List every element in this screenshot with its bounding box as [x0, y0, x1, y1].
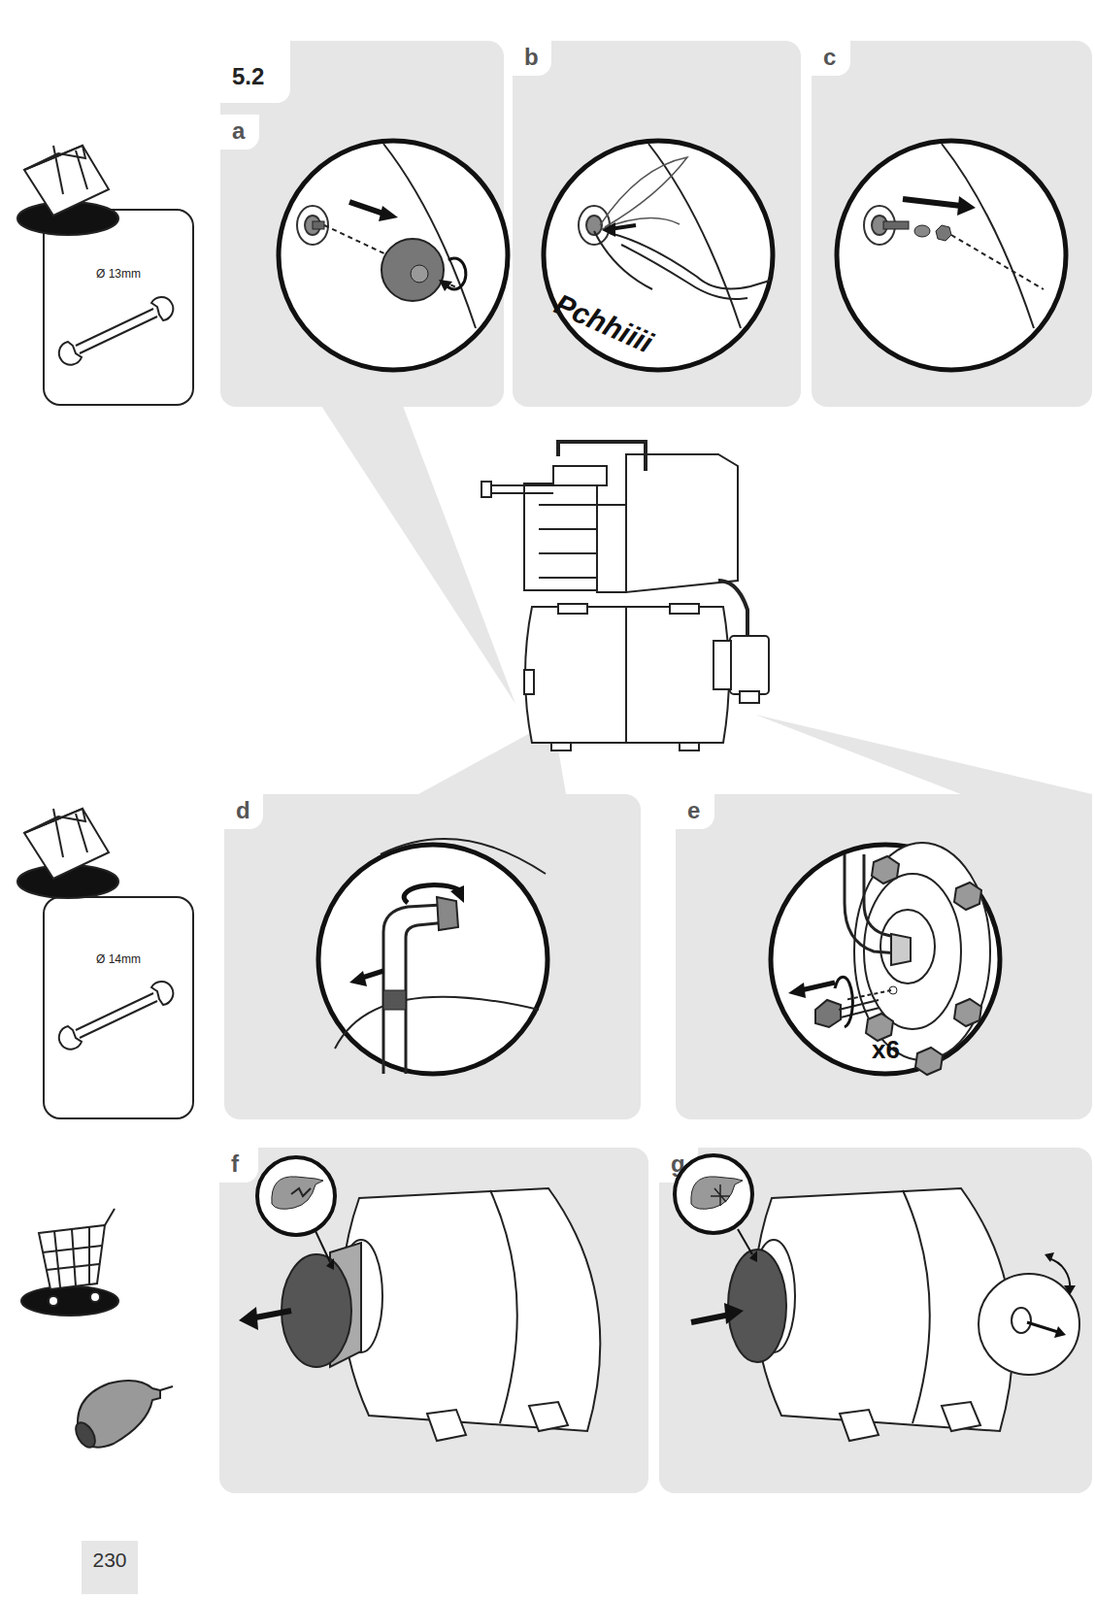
cart-icon — [21, 1208, 119, 1316]
tool-size: Ø 14mm — [44, 952, 193, 966]
pump-unit — [481, 441, 769, 751]
tool-box: Ø 14mm — [42, 895, 195, 1120]
step-letter: b — [512, 40, 552, 76]
step-panel: b — [512, 40, 801, 407]
step-panel: f — [219, 1147, 649, 1494]
page-number: 230 — [81, 1540, 138, 1594]
callout-wedge — [418, 720, 566, 795]
step-letter: g — [659, 1147, 698, 1183]
tool-box: Ø 13mm — [42, 208, 195, 406]
step-panel: c — [811, 40, 1093, 407]
step-panel: d — [224, 794, 641, 1120]
step-panel: g — [659, 1147, 1093, 1494]
step-letter: c — [811, 40, 851, 76]
step-letter: e — [675, 794, 715, 830]
quantity-note: x6 — [871, 1034, 900, 1065]
step-letter: d — [224, 794, 264, 830]
step-panel: e — [675, 794, 1093, 1120]
callout-wedge — [321, 405, 516, 704]
tool-size: Ø 13mm — [44, 266, 193, 281]
section-number: 5.2 — [220, 40, 291, 103]
bladder-part — [71, 1380, 173, 1451]
step-letter: a — [220, 114, 260, 150]
step-letter: f — [219, 1147, 259, 1183]
